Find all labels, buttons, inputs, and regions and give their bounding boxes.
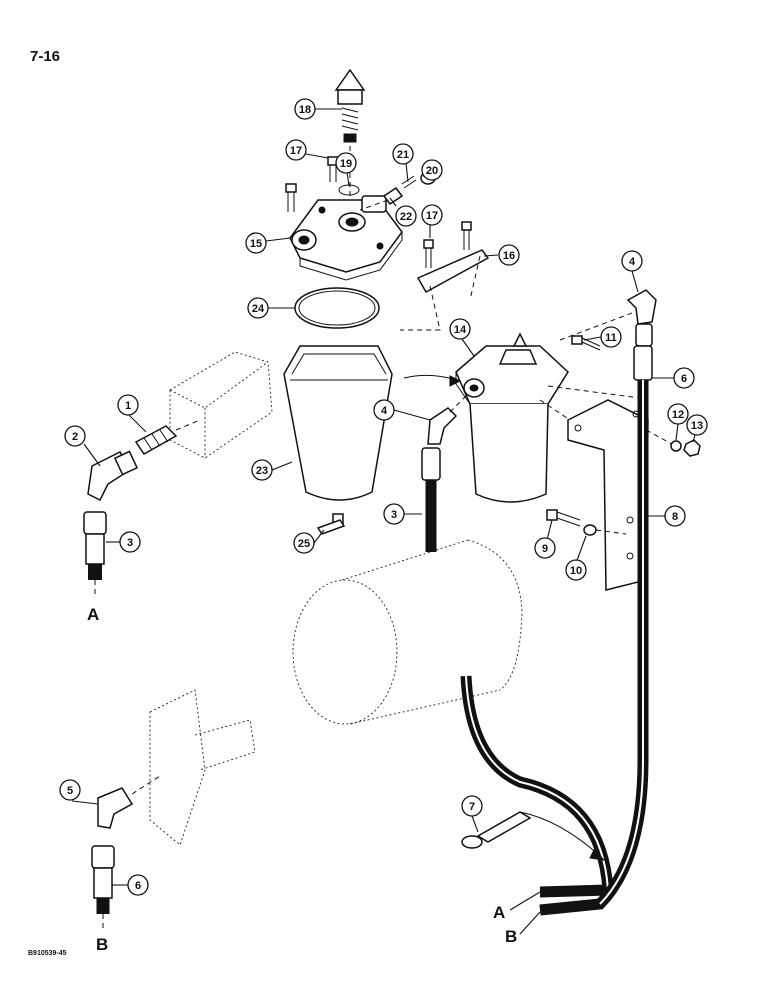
callout-11: 11 (600, 326, 622, 348)
callout-23: 23 (251, 459, 273, 481)
bleed-screw-18 (334, 68, 366, 143)
leader-lines (71, 108, 696, 935)
svg-text:17: 17 (426, 210, 438, 222)
end-label-a-right: A (493, 903, 505, 922)
svg-text:22: 22 (400, 211, 412, 223)
svg-text:6: 6 (135, 880, 141, 892)
ghost-frame-bracket (149, 689, 256, 846)
elbow-4-upper (626, 289, 657, 347)
svg-text:20: 20 (426, 165, 438, 177)
callout-3-mid: 3 (383, 503, 405, 525)
callout-24: 24 (247, 297, 269, 319)
elbow-4-lower (427, 395, 467, 445)
svg-text:1: 1 (125, 400, 131, 412)
mounting-bracket-8 (539, 385, 649, 591)
callout-25: 25 (293, 532, 315, 554)
svg-text:21: 21 (397, 149, 409, 161)
callout-17-b: 17 (421, 204, 443, 226)
svg-text:4: 4 (381, 405, 388, 417)
svg-text:15: 15 (250, 238, 262, 250)
filter-bowl-23 (283, 345, 393, 501)
end-label-b-right: B (505, 927, 517, 946)
callout-17-a: 17 (285, 139, 307, 161)
callout-4-upper: 4 (621, 250, 643, 272)
nut-13 (683, 439, 701, 457)
filter-head-15 (289, 195, 403, 281)
svg-text:4: 4 (629, 256, 636, 268)
callout-2: 2 (64, 425, 86, 447)
o-ring-19 (338, 184, 360, 196)
callout-15: 15 (245, 232, 267, 254)
hose-end-3-left (83, 511, 107, 598)
callout-18: 18 (294, 98, 316, 120)
washer-12 (670, 440, 682, 452)
figure-id: B910539-45 (28, 950, 67, 957)
callout-5: 5 (59, 779, 81, 801)
svg-text:9: 9 (542, 543, 548, 555)
svg-text:3: 3 (127, 537, 133, 549)
drain-fitting-25 (316, 513, 346, 535)
hose-6-right (539, 345, 653, 916)
filter-assembly-14 (455, 332, 569, 503)
svg-text:19: 19 (340, 158, 352, 170)
bracket-16 (416, 249, 490, 294)
callout-6-left: 6 (127, 874, 149, 896)
callout-7: 7 (461, 795, 483, 817)
bolts-17-right (423, 221, 472, 268)
svg-text:25: 25 (298, 538, 310, 550)
svg-text:14: 14 (454, 324, 467, 336)
hose-end-6-left (91, 845, 115, 930)
callout-9: 9 (534, 537, 556, 559)
callout-13: 13 (686, 414, 708, 436)
bolt-11 (559, 309, 641, 351)
callout-6-right: 6 (673, 367, 695, 389)
svg-text:5: 5 (67, 785, 73, 797)
callout-22: 22 (395, 205, 417, 227)
svg-text:11: 11 (605, 332, 617, 344)
svg-text:7: 7 (469, 801, 475, 813)
svg-text:17: 17 (290, 145, 302, 157)
svg-text:24: 24 (252, 303, 265, 315)
svg-text:3: 3 (391, 509, 397, 521)
callout-1: 1 (117, 394, 139, 416)
page-number: 7-16 (30, 48, 61, 65)
callout-14: 14 (449, 318, 471, 340)
callout-8: 8 (664, 505, 686, 527)
ghost-fuel-tank (169, 351, 273, 459)
svg-text:8: 8 (672, 511, 678, 523)
svg-text:12: 12 (672, 409, 684, 421)
ghost-cylinder (292, 539, 523, 725)
end-label-b-left: B (96, 935, 108, 954)
svg-text:18: 18 (299, 104, 311, 116)
connector-1 (134, 419, 201, 455)
callout-16: 16 (498, 244, 520, 266)
hose-3 (421, 447, 614, 898)
callout-10: 10 (565, 559, 587, 581)
callout-19: 19 (335, 152, 357, 174)
callout-20: 20 (421, 159, 443, 181)
svg-text:10: 10 (570, 565, 582, 577)
svg-text:6: 6 (681, 373, 687, 385)
callout-21: 21 (392, 143, 414, 165)
connection-labels: A B A B (87, 605, 517, 954)
o-ring-24 (294, 287, 380, 329)
svg-text:2: 2 (72, 431, 78, 443)
elbow-5 (97, 775, 161, 829)
callout-12: 12 (667, 403, 689, 425)
svg-text:13: 13 (691, 420, 703, 432)
tie-strap-7 (461, 811, 606, 861)
svg-text:23: 23 (256, 465, 268, 477)
callout-3-left: 3 (119, 531, 141, 553)
end-label-a-left: A (87, 605, 99, 624)
callout-4-lower: 4 (373, 399, 395, 421)
bolt-9-washer-10 (546, 509, 627, 536)
svg-text:16: 16 (503, 250, 515, 262)
